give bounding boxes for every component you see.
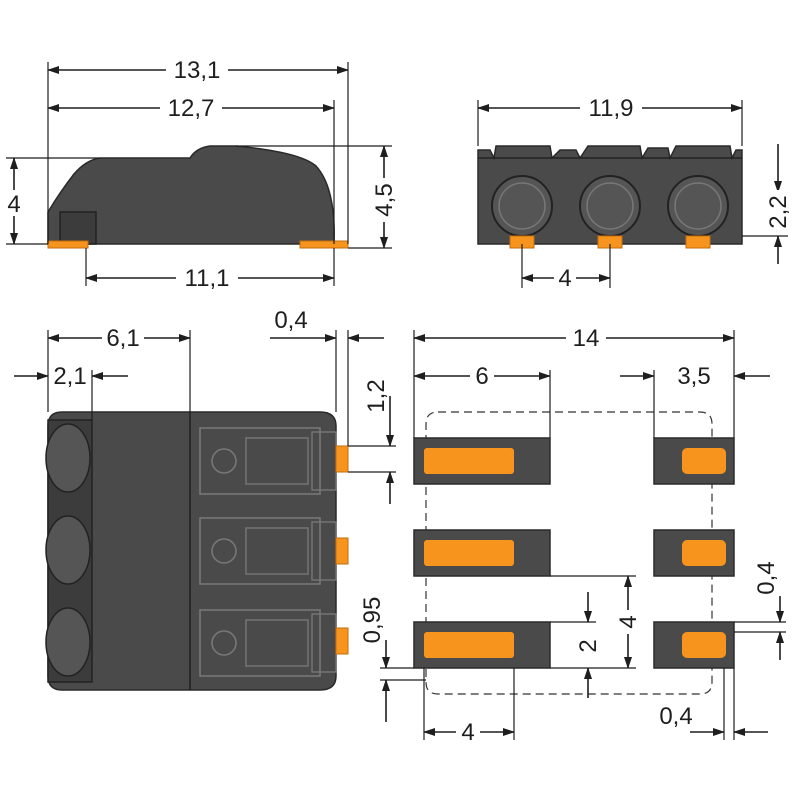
label-2: 2 [575,639,602,652]
label-4-pitch-pcb: 4 [615,615,642,628]
label-0-95: 0,95 [359,597,386,644]
pcb-pad-left-1 [413,437,551,485]
front-view: 11,9 2,2 4 [477,94,792,292]
label-2-2: 2,2 [765,195,792,228]
side-view-pin-left [47,240,89,249]
label-6: 6 [475,363,488,390]
label-11-9: 11,9 [589,95,634,122]
top-view-pole-1 [199,427,349,495]
pcb-pad-right-1 [653,437,735,485]
pcb-layout: 14 6 3,5 0,4 4 2 0,95 0,4 [359,324,786,746]
label-2-1: 2,1 [53,363,86,390]
label-4-bottom: 4 [461,719,474,746]
label-1-2: 1,2 [363,379,390,412]
side-view-latch [59,211,97,245]
top-view-pole-2 [199,517,349,585]
label-6-1: 6,1 [106,325,139,352]
pcb-outline [425,411,713,695]
top-view: 6,1 2,1 0,4 1,2 [14,307,396,691]
label-0-4-bottom: 0,4 [659,703,692,730]
side-view-pin-right [299,240,349,249]
pcb-pad-left-2 [413,529,551,577]
label-4-pitch-front: 4 [558,265,571,292]
label-0-4-right: 0,4 [753,561,780,594]
side-view: 13,1 12,7 4 4,5 11,1 [4,56,398,292]
label-4-5: 4,5 [371,183,398,216]
label-12-7: 12,7 [168,95,215,122]
label-4-left: 4 [7,191,20,218]
label-3-5: 3,5 [677,363,710,390]
label-14: 14 [573,325,600,352]
side-view-housing [47,145,335,245]
pcb-pad-right-3 [653,621,735,669]
label-11-1: 11,1 [185,265,230,292]
front-view-pin-3 [685,235,711,249]
pcb-pad-right-2 [653,529,735,577]
label-13-1: 13,1 [174,57,221,84]
label-0-4-top: 0,4 [274,307,307,334]
front-view-wire-entries [491,175,729,237]
pcb-pad-left-3 [413,621,551,669]
top-view-pole-3 [199,609,349,677]
